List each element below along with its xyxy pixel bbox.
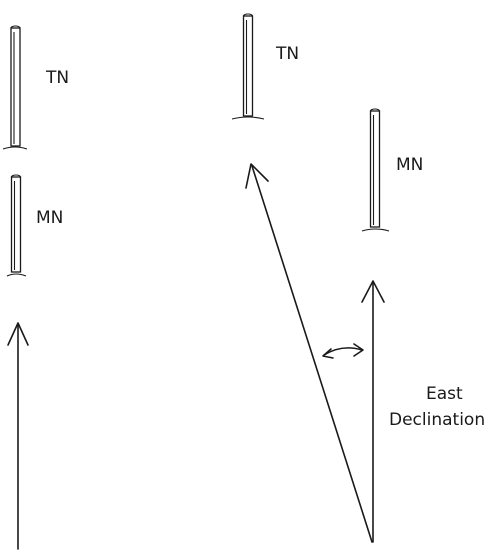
true-north-arrow — [245, 163, 373, 543]
declination-label-line2: Declination — [389, 410, 485, 430]
right-true-north-pole — [231, 13, 265, 120]
left-magnetic-north-label: MN — [36, 208, 63, 228]
right-true-north-label: TN — [275, 44, 299, 64]
magnetic-north-arrow — [361, 280, 385, 543]
left-magnetic-north-pole — [6, 174, 27, 277]
right-magnetic-north-label: MN — [396, 155, 423, 175]
left-north-arrow — [7, 322, 29, 550]
left-true-north-label: TN — [45, 68, 69, 88]
right-panel: TN MN East Declination — [231, 13, 485, 543]
right-magnetic-north-pole — [361, 108, 390, 232]
left-panel: TN MN — [2, 25, 69, 550]
left-true-north-pole — [2, 25, 28, 150]
declination-angle-indicator — [322, 343, 364, 359]
declination-label-line1: East — [426, 384, 463, 404]
